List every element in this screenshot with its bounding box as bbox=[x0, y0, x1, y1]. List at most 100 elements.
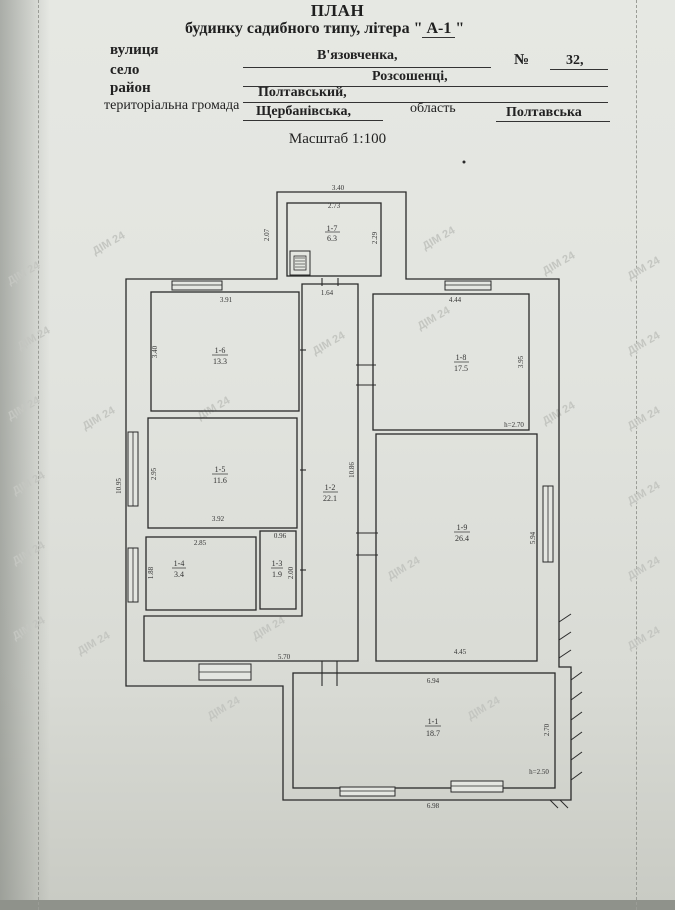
room-code: 1-6 bbox=[215, 346, 226, 355]
number-underline bbox=[550, 69, 608, 70]
street-underline bbox=[243, 67, 491, 68]
region-value: Полтавська bbox=[506, 105, 582, 120]
room-area: 6.3 bbox=[327, 234, 337, 243]
district-underline bbox=[243, 102, 608, 103]
village-label: село bbox=[110, 62, 140, 78]
room-area: 17.5 bbox=[454, 364, 468, 373]
region-label: область bbox=[410, 101, 456, 116]
window bbox=[339, 786, 396, 797]
watermark: ДІМ 24 bbox=[421, 224, 458, 253]
dim-label: 10.86 bbox=[348, 462, 356, 478]
dim-label: 3.40 bbox=[332, 184, 345, 192]
dim-label: 1.64 bbox=[321, 289, 334, 297]
dim-label: 2.73 bbox=[328, 202, 341, 210]
watermark: ДІМ 24 bbox=[16, 324, 53, 353]
room-code: 1-3 bbox=[272, 559, 283, 568]
room-code: 1-7 bbox=[327, 224, 338, 233]
plan-subtitle: будинку садибного типу, літера "А-1" bbox=[185, 20, 464, 38]
room-area: 18.7 bbox=[426, 729, 440, 738]
community-underline bbox=[243, 120, 383, 121]
plan-title: ПЛАН bbox=[310, 1, 365, 20]
district-label: район bbox=[110, 80, 151, 96]
dim-label: 3.91 bbox=[220, 296, 233, 304]
room-area: 3.4 bbox=[174, 570, 184, 579]
window bbox=[171, 280, 223, 291]
room-code: 1-5 bbox=[215, 465, 226, 474]
outer-wall bbox=[125, 191, 572, 801]
dim-label: 5.94 bbox=[529, 531, 537, 544]
dim-label: 4.45 bbox=[454, 648, 467, 656]
room-1-5-walls bbox=[147, 417, 298, 529]
dim-label: 3.92 bbox=[212, 515, 225, 523]
watermark: ДІМ 24 bbox=[6, 394, 43, 423]
room-code: 1-2 bbox=[325, 483, 336, 492]
number-value: 32, bbox=[566, 53, 584, 68]
watermark: ДІМ 24 bbox=[626, 624, 663, 653]
dim-label: 2.07 bbox=[263, 228, 271, 241]
window bbox=[444, 280, 492, 291]
watermark: ДІМ 24 bbox=[416, 304, 453, 333]
community-label: територіальна громада bbox=[104, 98, 240, 113]
page-shadow bbox=[0, 0, 50, 900]
watermark: ДІМ 24 bbox=[76, 629, 113, 658]
room-area: 11.6 bbox=[213, 476, 227, 485]
watermark: ДІМ 24 bbox=[311, 329, 348, 358]
watermark: ДІМ 24 bbox=[626, 554, 663, 583]
watermark: ДІМ 24 bbox=[626, 329, 663, 358]
dim-label: 2.95 bbox=[150, 467, 158, 480]
dim-label: 2.00 bbox=[287, 566, 295, 579]
room-area: 22.1 bbox=[323, 494, 337, 503]
watermark: ДІМ 24 bbox=[11, 469, 48, 498]
room-1-7-walls bbox=[286, 202, 382, 277]
dim-label: 6.94 bbox=[427, 677, 440, 685]
watermark: ДІМ 24 bbox=[11, 539, 48, 568]
page-border bbox=[38, 0, 637, 910]
room-1-3-walls bbox=[259, 530, 297, 610]
subtitle-prefix: будинку садибного типу, літера " bbox=[185, 20, 423, 37]
village-value: Розсошенці, bbox=[372, 69, 448, 84]
subtitle-suffix: " bbox=[455, 20, 465, 37]
watermark: ДІМ 24 bbox=[466, 694, 503, 723]
number-label: № bbox=[514, 52, 530, 68]
dim-label: 3.40 bbox=[151, 345, 159, 358]
watermark: ДІМ 24 bbox=[251, 614, 288, 643]
watermark-group: ДІМ 24 ДІМ 24 ДІМ 24 ДІМ 24 ДІМ 24 ДІМ 2… bbox=[6, 224, 663, 723]
street-value: В'язовченка, bbox=[317, 48, 398, 63]
dim-label: h=2.70 bbox=[504, 421, 524, 429]
dim-label: h=2.50 bbox=[529, 768, 549, 776]
watermark: ДІМ 24 bbox=[91, 229, 128, 258]
dim-label: 6.98 bbox=[427, 802, 440, 810]
room-1-6-walls bbox=[150, 291, 300, 412]
room-1-1-walls bbox=[292, 672, 556, 789]
room-area: 26.4 bbox=[455, 534, 469, 543]
stray-dot bbox=[462, 160, 466, 164]
watermark: ДІМ 24 bbox=[11, 614, 48, 643]
district-value: Полтавський, bbox=[258, 85, 347, 100]
dim-label: 2.70 bbox=[543, 723, 551, 736]
dim-label: 4.44 bbox=[449, 296, 462, 304]
region-underline bbox=[496, 121, 610, 122]
subtitle-litera: А-1 bbox=[422, 20, 456, 38]
watermark: ДІМ 24 bbox=[626, 254, 663, 283]
watermark: ДІМ 24 bbox=[206, 694, 243, 723]
dim-label: 10.95 bbox=[115, 478, 123, 494]
dim-label: 5.70 bbox=[278, 653, 291, 661]
watermark: ДІМ 24 bbox=[6, 259, 43, 288]
dim-label: 1.88 bbox=[147, 566, 155, 579]
room-1-4-walls bbox=[145, 536, 257, 611]
room-code: 1-1 bbox=[428, 717, 439, 726]
room-code: 1-4 bbox=[174, 559, 185, 568]
watermark: ДІМ 24 bbox=[626, 404, 663, 433]
watermark: ДІМ 24 bbox=[386, 554, 423, 583]
watermark: ДІМ 24 bbox=[81, 404, 118, 433]
watermark: ДІМ 24 bbox=[541, 249, 578, 278]
room-code: 1-8 bbox=[456, 353, 467, 362]
room-1-8-walls bbox=[372, 293, 530, 431]
corridor-1-2-walls bbox=[143, 283, 359, 662]
room-area: 13.3 bbox=[213, 357, 227, 366]
community-value: Щербанівська, bbox=[256, 104, 352, 119]
street-label: вулиця bbox=[110, 42, 159, 58]
window bbox=[450, 780, 504, 793]
